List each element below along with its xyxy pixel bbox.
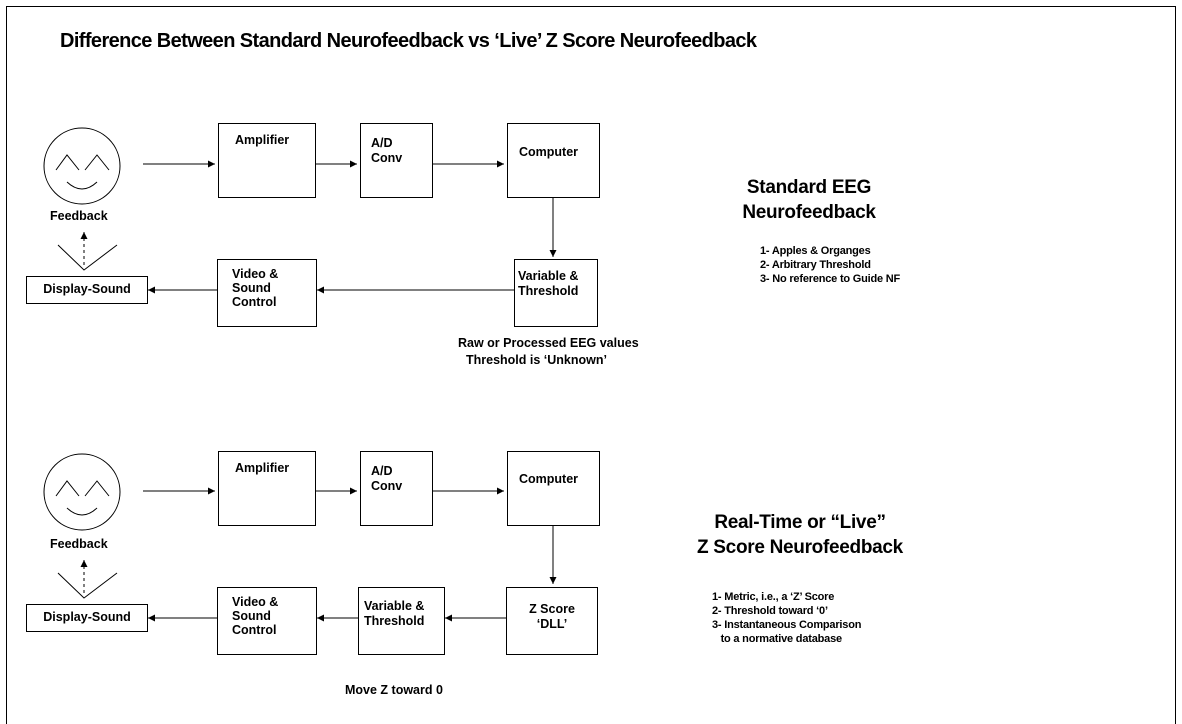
live-computer-label: Computer — [519, 472, 579, 486]
standard-variable-threshold-box: Variable & Threshold — [514, 259, 598, 327]
live-note: 1- Metric, i.e., a ‘Z’ Score — [712, 591, 835, 603]
live-zscore-dll-label: Z Score ‘DLL’ — [529, 602, 575, 631]
live-adconv-label: A/D Conv — [371, 464, 403, 493]
live-adconv-box: A/D Conv — [360, 451, 433, 526]
standard-video-sound-box: Video & Sound Control — [217, 259, 317, 327]
live-note: 3- Instantaneous Comparison — [712, 619, 862, 631]
live-feedback-label: Feedback — [50, 537, 108, 551]
live-caption: Move Z toward 0 — [345, 683, 443, 697]
standard-display-sound-label: Display-Sound — [43, 282, 131, 296]
live-computer-box: Computer — [507, 451, 600, 526]
live-note: 2- Threshold toward ‘0’ — [712, 605, 828, 617]
standard-computer-label: Computer — [519, 145, 579, 159]
live-amplifier-box: Amplifier — [218, 451, 316, 526]
live-amplifier-label: Amplifier — [235, 461, 290, 475]
live-video-sound-box: Video & Sound Control — [217, 587, 317, 655]
live-notes-list: 1- Metric, i.e., a ‘Z’ Score 2- Threshol… — [712, 590, 861, 646]
standard-computer-box: Computer — [507, 123, 600, 198]
standard-amplifier-box: Amplifier — [218, 123, 316, 198]
standard-feedback-label: Feedback — [50, 209, 108, 223]
page-title: Difference Between Standard Neurofeedbac… — [60, 30, 757, 52]
standard-amplifier-label: Amplifier — [235, 133, 290, 147]
live-display-sound-box: Display-Sound — [26, 604, 148, 632]
standard-heading: Standard EEG Neurofeedback — [742, 177, 876, 223]
standard-note: 1- Apples & Organges — [760, 245, 871, 257]
standard-note: 2- Arbitrary Threshold — [760, 259, 871, 271]
live-display-emitter-icon — [57, 572, 118, 599]
live-face-icon — [43, 453, 121, 531]
standard-adconv-label: A/D Conv — [371, 136, 403, 165]
live-variable-threshold-label: Variable & Threshold — [364, 599, 425, 628]
live-variable-threshold-box: Variable & Threshold — [358, 587, 445, 655]
standard-note: 3- No reference to Guide NF — [760, 273, 901, 285]
standard-face-icon — [43, 127, 121, 205]
live-heading: Real-Time or “Live” Z Score Neurofeedbac… — [697, 512, 903, 558]
standard-adconv-box: A/D Conv — [360, 123, 433, 198]
standard-variable-threshold-label: Variable & Threshold — [518, 269, 579, 298]
standard-notes-list: 1- Apples & Organges 2- Arbitrary Thresh… — [760, 244, 900, 286]
standard-caption-line1: Raw or Processed EEG values — [458, 336, 639, 350]
live-video-sound-label: Video & Sound Control — [232, 595, 279, 637]
diagram-frame — [6, 6, 1176, 724]
standard-caption-line2: Threshold is ‘Unknown’ — [466, 353, 607, 367]
live-display-sound-label: Display-Sound — [43, 610, 131, 624]
live-note: to a normative database — [712, 633, 843, 645]
standard-video-sound-label: Video & Sound Control — [232, 267, 279, 309]
live-zscore-dll-box: Z Score ‘DLL’ — [506, 587, 598, 655]
display-emitter-icon — [57, 244, 118, 271]
standard-display-sound-box: Display-Sound — [26, 276, 148, 304]
